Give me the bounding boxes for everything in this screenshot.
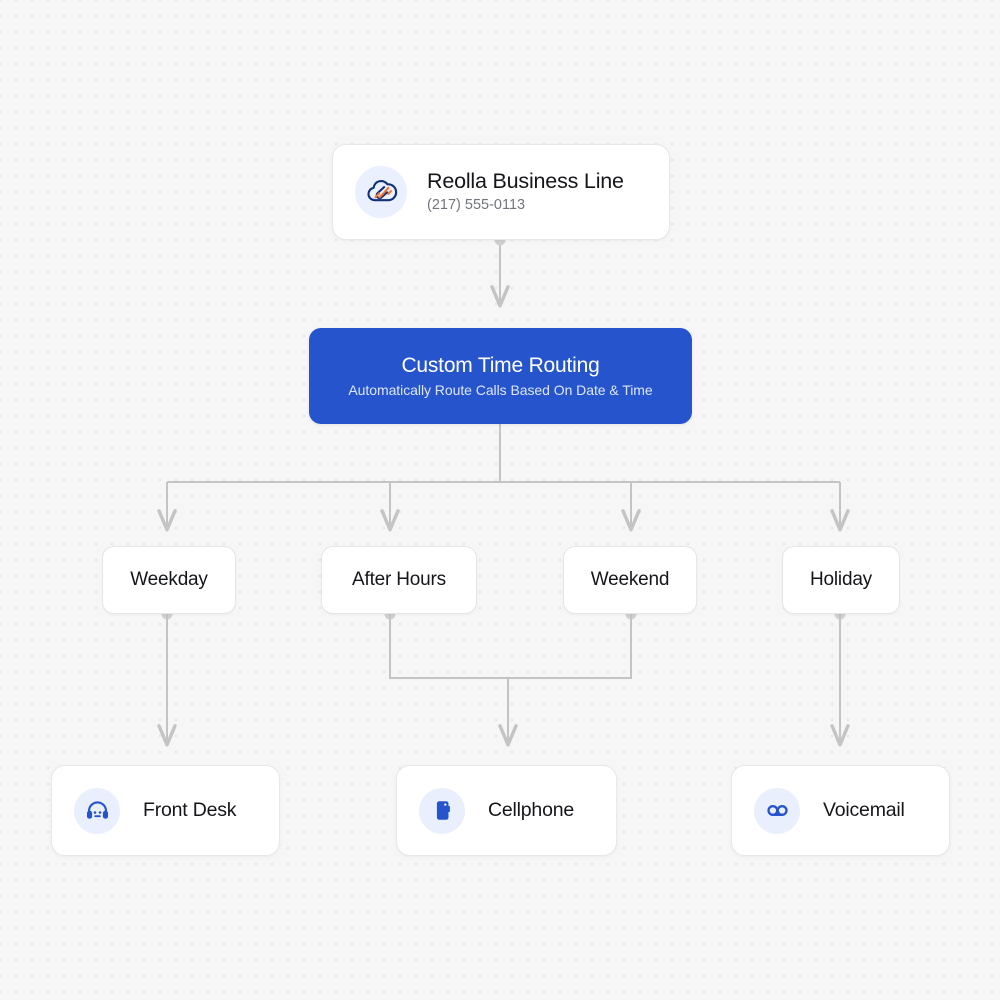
destination-label: Voicemail — [823, 799, 905, 821]
node-condition-weekend[interactable]: Weekend — [563, 546, 697, 614]
cloud-logo-icon — [355, 166, 407, 218]
source-text-group: Reolla Business Line (217) 555-0113 — [427, 168, 624, 215]
business-line-phone: (217) 555-0113 — [427, 197, 526, 214]
edge-merge-afterhours-weekend — [389, 614, 632, 679]
voicemail-reels-icon — [754, 787, 800, 834]
node-destination-voicemail[interactable]: Voicemail — [731, 765, 950, 856]
node-condition-weekday[interactable]: Weekday — [102, 546, 236, 614]
destination-label: Cellphone — [488, 799, 575, 821]
condition-label: Holiday — [810, 569, 872, 590]
condition-label: After Hours — [352, 569, 446, 590]
node-business-line[interactable]: Reolla Business Line (217) 555-0113 — [332, 144, 670, 240]
condition-label: Weekday — [130, 569, 208, 590]
router-subtitle: Automatically Route Calls Based On Date … — [348, 382, 653, 398]
node-condition-holiday[interactable]: Holiday — [782, 546, 900, 614]
node-destination-front-desk[interactable]: Front Desk — [51, 765, 280, 856]
node-custom-time-routing[interactable]: Custom Time Routing Automatically Route … — [309, 328, 692, 424]
node-destination-cellphone[interactable]: Cellphone — [396, 765, 617, 856]
condition-label: Weekend — [590, 569, 670, 590]
business-line-title: Reolla Business Line — [427, 168, 624, 193]
router-title: Custom Time Routing — [401, 354, 600, 377]
headset-agent-icon — [74, 787, 120, 834]
node-condition-after-hours[interactable]: After Hours — [321, 546, 477, 614]
mobile-phone-icon — [419, 787, 465, 834]
destination-label: Front Desk — [143, 799, 237, 821]
